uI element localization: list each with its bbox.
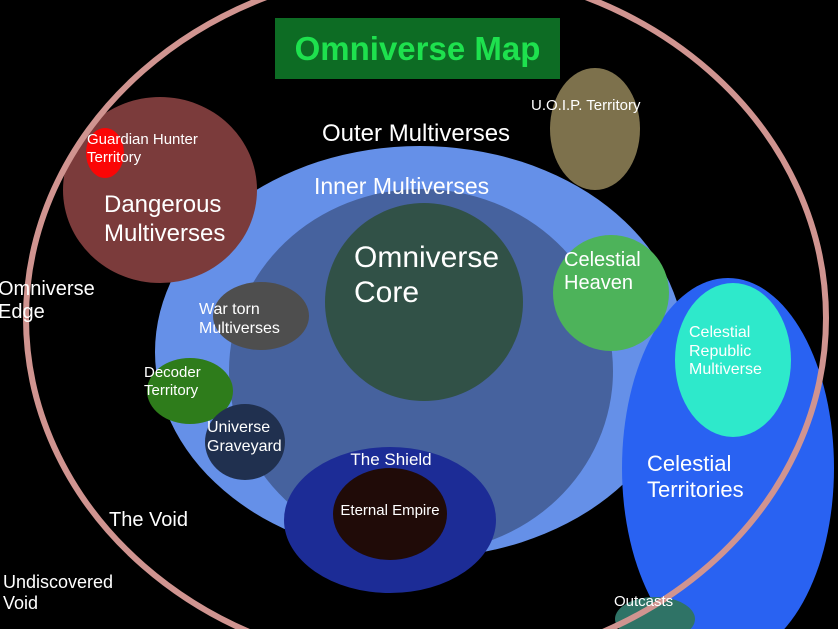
region-celestial-heaven-shape [553, 235, 669, 351]
region-uoip-territory-shape [550, 68, 640, 190]
region-war-torn-multiverses-shape [213, 282, 309, 350]
map-title: Omniverse Map [294, 29, 541, 67]
omniverse-edge-ring [23, 0, 829, 629]
region-outcasts-shape [615, 597, 695, 629]
title-box: Omniverse Map [275, 18, 560, 79]
region-omniverse-core-shape [325, 203, 523, 401]
region-eternal-empire-shape [333, 468, 447, 560]
region-guardian-hunter-territory-shape [86, 128, 124, 178]
region-celestial-republic-shape [675, 283, 791, 437]
region-decoder-territory-shape [147, 358, 233, 424]
region-universe-graveyard-shape [205, 404, 285, 480]
